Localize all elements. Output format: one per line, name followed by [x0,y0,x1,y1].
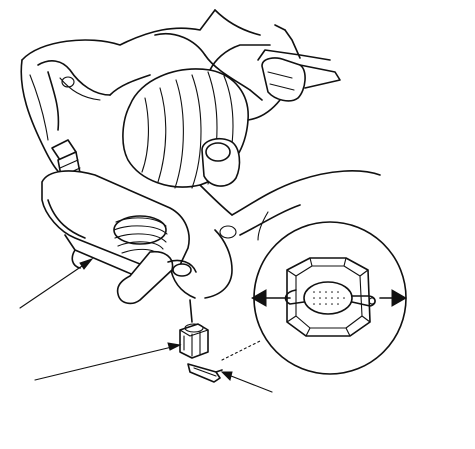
tool-coil [113,215,168,255]
arrow-left-icon [250,289,267,307]
leader-nut [34,345,177,381]
arrow-right-icon [391,289,408,307]
detail-callout [250,221,408,375]
castle-nut-icon [179,323,209,359]
insertion-guide [221,339,263,361]
castle-nut-top-view [284,257,376,337]
steering-knuckle [20,9,251,181]
tool-jaw [116,250,174,305]
knuckle-hole [61,76,75,88]
leader-pin [225,373,273,393]
tie-rod-end [249,24,341,102]
leader-lines [19,211,273,393]
driveshaft-boot [122,9,281,189]
leader-tool [19,261,89,309]
cotter-pin-icon [187,363,223,383]
lower-arm [169,138,381,299]
double-arrow-icon [250,289,408,307]
ball-joint-remover-tool [41,139,197,305]
